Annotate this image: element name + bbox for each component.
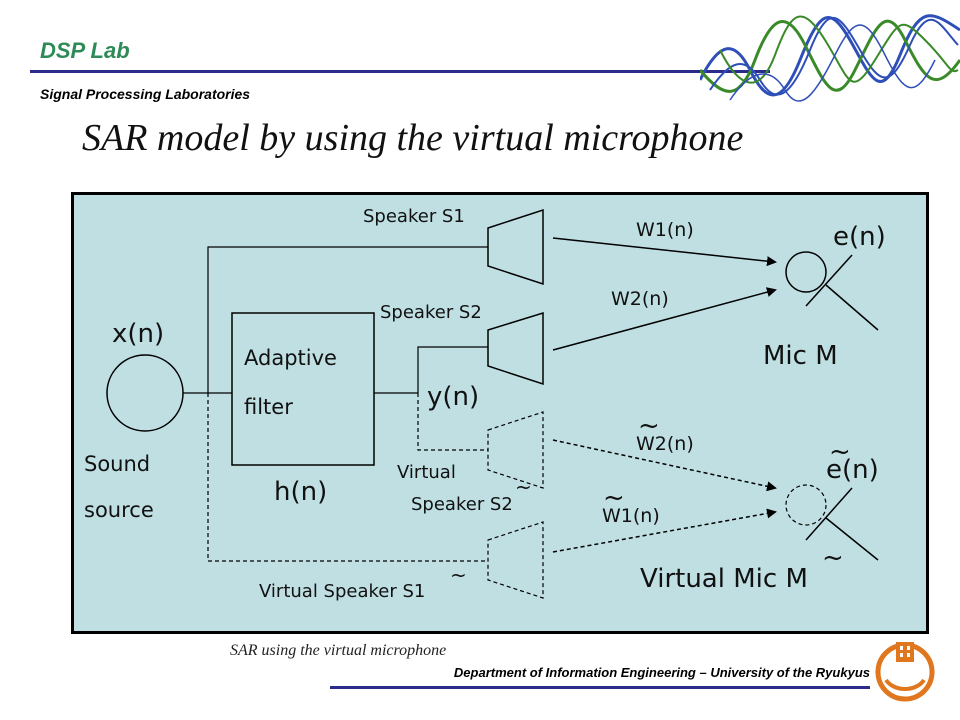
source-signal-label: x(n): [112, 319, 164, 349]
virtual-mic-m-stand-1: [805, 487, 853, 541]
diagram-panel: [71, 192, 929, 634]
speaker-s1-icon: [487, 208, 544, 286]
line-to-virtual-speaker-s1: [207, 393, 488, 562]
sound-source-circle: [106, 354, 184, 432]
virtual-speaker-s2-label-line2: Speaker S2: [411, 494, 513, 515]
filter-response-label: h(n): [274, 477, 327, 507]
path-w2-label: W2(n): [611, 288, 669, 310]
footer-divider: [330, 686, 870, 689]
tilde-s2: ~: [515, 475, 532, 499]
adaptive-filter-block: [231, 312, 375, 466]
speaker-s1-label: Speaker S1: [363, 206, 465, 227]
virtual-path-w2-arrow: [552, 439, 777, 492]
mic-m-stand-2: [825, 284, 879, 331]
filter-label-line2: filter: [244, 395, 293, 419]
speaker-s2-icon: [487, 311, 544, 386]
filter-output-label: y(n): [427, 382, 479, 412]
speaker-s2-label: Speaker S2: [380, 302, 482, 323]
mic-m-stand-1: [805, 254, 853, 307]
path-w1-label: W1(n): [636, 219, 694, 241]
line-to-virtual-speaker-s2: [417, 393, 488, 451]
tilde-e: ~: [829, 437, 851, 467]
line-to-speaker-s1: [207, 246, 488, 393]
virtual-mic-m-icon: [785, 484, 827, 526]
virtual-mic-m-stand-2: [825, 517, 879, 561]
source-label-line2: source: [84, 498, 154, 522]
lab-name: DSP Lab: [40, 38, 130, 63]
path-w2-arrow: [552, 287, 777, 351]
source-label-line1: Sound: [84, 452, 150, 476]
virtual-error-signal-label: e(n): [826, 455, 879, 485]
virtual-path-w2-label: W2(n): [636, 433, 694, 455]
tilde-m: ~: [822, 543, 844, 573]
lab-subtitle: Signal Processing Laboratories: [40, 86, 251, 102]
virtual-path-w1-arrow: [552, 508, 777, 553]
path-w1-arrow: [552, 237, 777, 267]
department-footer: Department of Information Engineering – …: [453, 665, 870, 680]
slide-title: SAR model by using the virtual microphon…: [82, 117, 744, 159]
virtual-speaker-s2-label-line1: Virtual: [397, 462, 456, 483]
virtual-mic-m-label: Virtual Mic M: [640, 564, 808, 594]
diagram-caption: SAR using the virtual microphone: [230, 642, 447, 659]
mic-m-icon: [785, 251, 827, 293]
header-divider: [30, 70, 770, 73]
university-emblem-icon: [875, 642, 935, 702]
mic-m-label: Mic M: [763, 341, 838, 371]
virtual-speaker-s2-icon: [487, 411, 544, 489]
error-signal-label: e(n): [833, 222, 886, 252]
sine-wave-icon: [700, 14, 960, 102]
tilde-s1: ~: [450, 563, 467, 587]
tilde-w1: ~: [603, 483, 625, 513]
virtual-speaker-s1-label: Virtual Speaker S1: [259, 581, 425, 602]
filter-label-line1: Adaptive: [244, 346, 337, 370]
tilde-w2: ~: [638, 411, 660, 441]
virtual-speaker-s1-icon: [487, 521, 544, 599]
line-to-speaker-s2: [417, 346, 488, 393]
virtual-path-w1-label: W1(n): [602, 505, 660, 527]
